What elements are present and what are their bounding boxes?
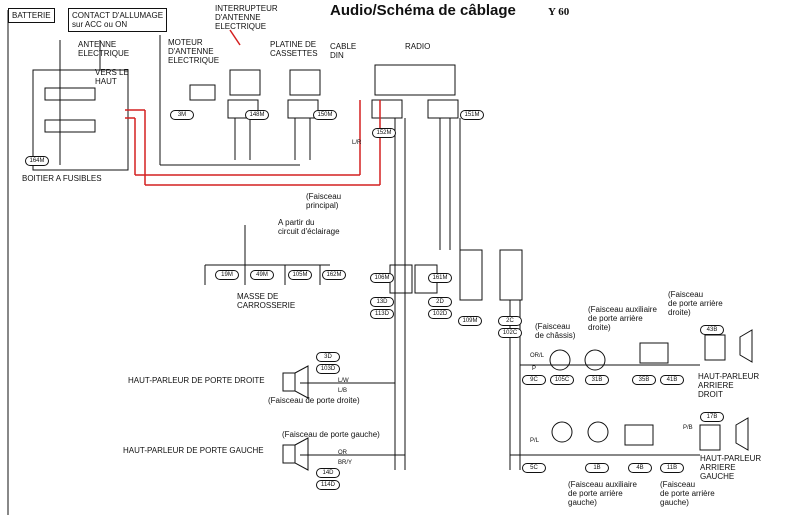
connector-tag: 1B — [585, 463, 609, 473]
aux-rear-right-label: (Faisceau auxiliaire de porte arrière dr… — [588, 305, 657, 332]
speaker-rear-left-label: HAUT-PARLEUR ARRIERE GAUCHE — [700, 454, 762, 481]
connector-tag: 161M — [428, 273, 452, 283]
connector-tag: 105C — [550, 375, 574, 385]
connector-tag: 114D — [316, 480, 340, 490]
lighting-label: A partir du circuit d'éclairage — [278, 218, 340, 236]
antenna-motor-label: MOTEUR D'ANTENNE ELECTRIQUE — [168, 38, 220, 65]
harness-rear-right-label: (Faisceau de porte arrière droite) — [668, 290, 723, 317]
connector-tag: 11B — [660, 463, 684, 473]
battery-box: BATTERIE — [8, 8, 55, 23]
connector-tag: 152M — [372, 128, 396, 138]
speaker-front-right-label: HAUT-PARLEUR DE PORTE DROITE — [128, 376, 265, 385]
connector-tag: 113D — [370, 309, 394, 319]
wire-label: L/W — [338, 378, 349, 384]
connector-tag: 109M — [458, 316, 482, 326]
connector-tag: 102D — [428, 309, 452, 319]
cassette-label: PLATINE DE CASSETTES — [270, 40, 318, 58]
radio-outline — [374, 64, 456, 96]
antenna-label: ANTENNE ELECTRIQUE — [78, 40, 130, 58]
wire-label: P/B — [683, 425, 693, 431]
wire-label: OR/L — [530, 353, 545, 359]
wire-label: OR — [338, 450, 347, 456]
connector-tag: 162M — [322, 270, 346, 280]
connector-tag: 2D — [428, 297, 452, 307]
connector-tag: 3D — [316, 352, 340, 362]
wire-label: P/L — [530, 438, 540, 444]
connector-tag: 4B — [628, 463, 652, 473]
red-wires — [125, 29, 381, 186]
fuse-box-outline — [32, 69, 129, 171]
wire-label: L/B — [338, 388, 348, 394]
connector-tag: 148M — [245, 110, 269, 120]
connector-tag: 35B — [632, 375, 656, 385]
ignition-box: CONTACT D'ALLUMAGE sur ACC ou ON — [68, 8, 168, 32]
page-title: Audio/Schéma de câblage — [330, 2, 516, 19]
vers-haut-label: VERS LE HAUT — [95, 68, 129, 86]
aux-rear-left-label: (Faisceau auxiliaire de porte arrière ga… — [568, 480, 637, 507]
speaker-rear-right-label: HAUT-PARLEUR ARRIERE DROIT — [698, 372, 760, 399]
radio-label: RADIO — [405, 42, 431, 51]
wire-label: BR/Y — [338, 460, 353, 466]
connector-tag: 2C — [498, 316, 522, 326]
connector-tag: 103D — [316, 364, 340, 374]
harness-left-door-label: (Faisceau de porte gauche) — [282, 430, 380, 439]
connector-tag: 31B — [585, 375, 609, 385]
main-harness-label: (Faisceau principal) — [306, 192, 342, 210]
connector-tag: 9C — [522, 375, 546, 385]
harness-right-door-label: (Faisceau de porte droite) — [268, 396, 360, 405]
connector-tag: 19M — [215, 270, 239, 280]
connector-tag: 105M — [288, 270, 312, 280]
fuse-box-label: BOITIER A FUSIBLES — [22, 174, 102, 183]
connector-tag: 49M — [250, 270, 274, 280]
harness-rear-left-label: (Faisceau de porte arrière gauche) — [660, 480, 715, 507]
connector-tag: 102C — [498, 328, 522, 338]
connector-tag: 106M — [370, 273, 394, 283]
chassis-harness-label: (Faisceau de châssis) — [535, 322, 576, 340]
antenna-switch-label: INTERRUPTEUR D'ANTENNE ELECTRIQUE — [215, 4, 278, 31]
connector-tag: 151M — [460, 110, 484, 120]
connector-tag: 13D — [370, 297, 394, 307]
connector-tag: 5C — [522, 463, 546, 473]
connector-tag: 14D — [316, 468, 340, 478]
connector-tag: 41B — [660, 375, 684, 385]
ground-label: MASSE DE CARROSSERIE — [237, 292, 296, 310]
connector-tag: 150M — [313, 110, 337, 120]
connector-tag: 164M — [25, 156, 49, 166]
wire-label: P — [532, 366, 537, 372]
speaker-front-left-label: HAUT-PARLEUR DE PORTE GAUCHE — [123, 446, 264, 455]
model-code: Y 60 — [548, 6, 570, 18]
connector-tag: 43B — [700, 325, 724, 335]
cable-din-label: CABLE DIN — [330, 42, 357, 60]
connector-tag: 17B — [700, 412, 724, 422]
wire-label: L/R — [352, 140, 362, 146]
connector-tag: 3M — [170, 110, 194, 120]
